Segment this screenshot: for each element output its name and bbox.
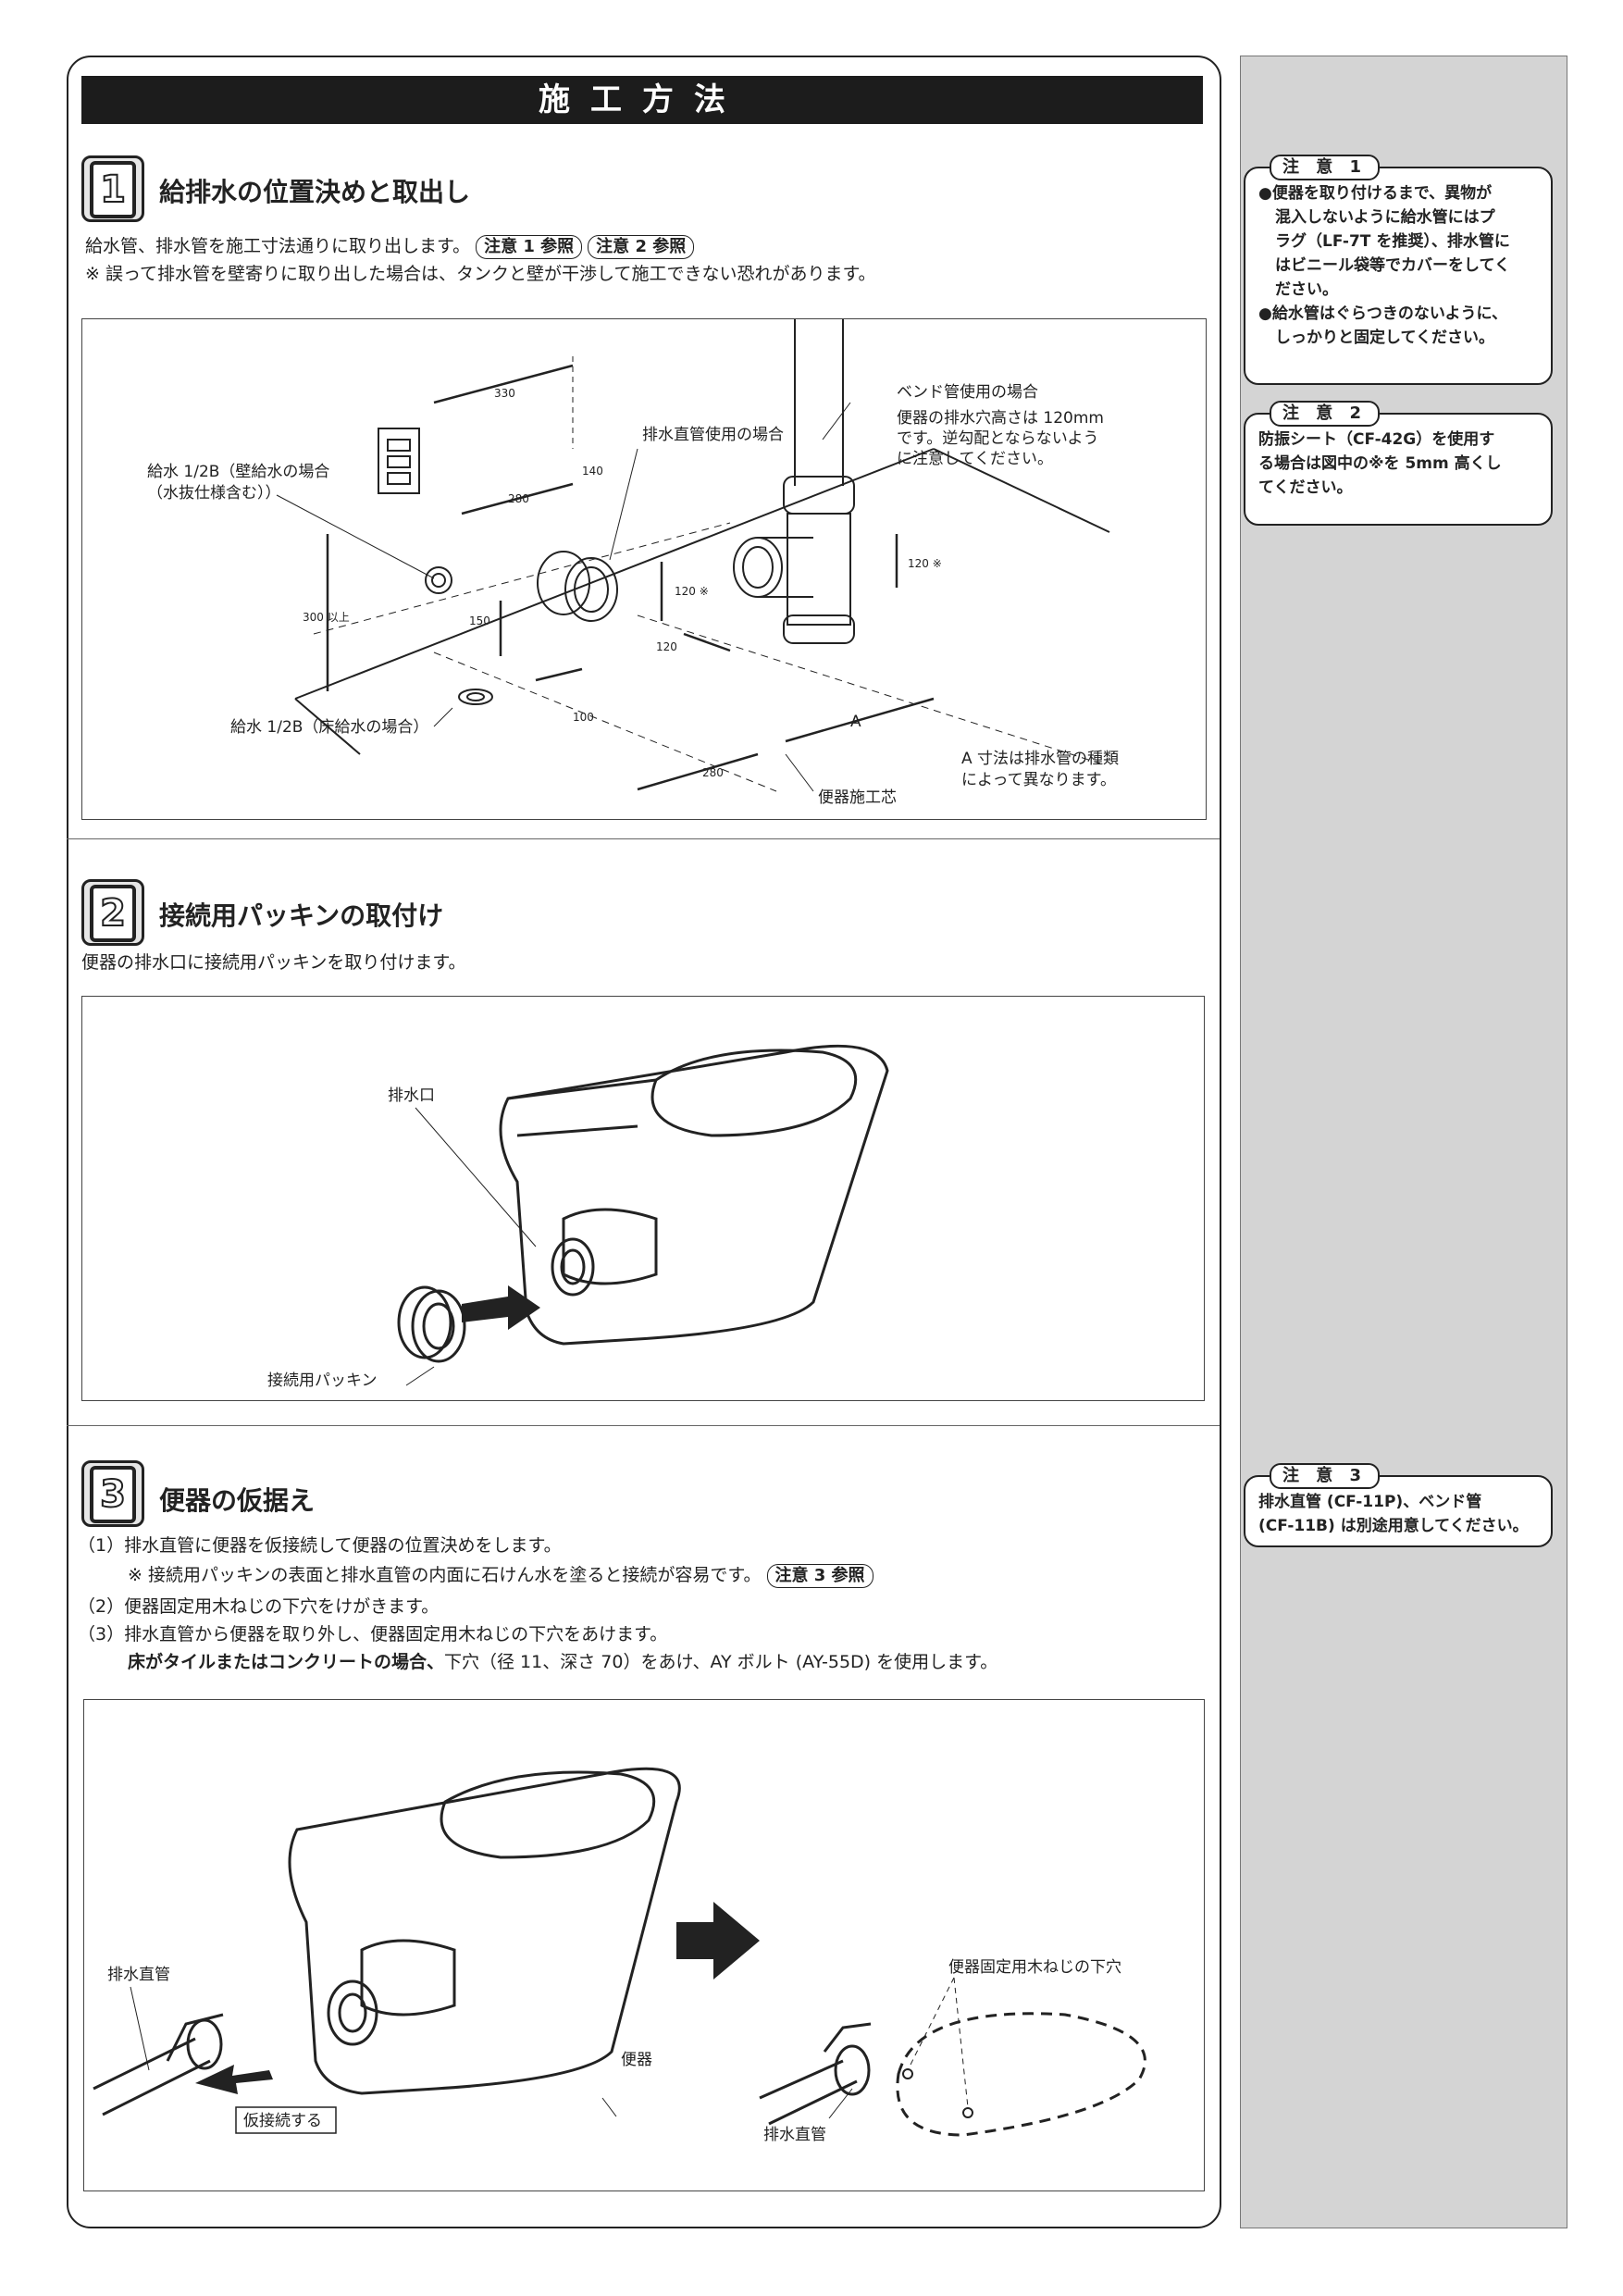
- step1-number-badge: 1: [81, 155, 144, 222]
- wall-water-label: 給水 1/2B（壁給水の場合: [147, 463, 329, 481]
- note-2-line: る場合は図中の※を 5mm 高くし: [1258, 454, 1502, 473]
- straight-pipe-label: 排水直管使用の場合: [642, 425, 784, 444]
- step3-title: 便器の仮据え: [159, 1485, 316, 1516]
- step3-text-line2: （2）便器固定用木ねじの下穴をけがきます。: [78, 1596, 440, 1617]
- note-3: 注 意 3 排水直管 (CF-11P)、ベンド管 (CF-11B) は別途用意し…: [1244, 1463, 1553, 1547]
- note-1-line: 混入しないように給水管にはプ: [1275, 208, 1495, 227]
- note-2: 注 意 2 防振シート（CF-42G）を使用す る場合は図中の※を 5mm 高く…: [1244, 401, 1553, 526]
- dim-300: 300 以上: [303, 611, 350, 624]
- floor-water-label: 給水 1/2B（床給水の場合）: [230, 718, 428, 737]
- note-2-line: 防振シート（CF-42G）を使用す: [1258, 430, 1495, 449]
- bend-note-2: です。逆勾配とならないよう: [897, 429, 1098, 448]
- temp-connect-label: 仮接続する: [243, 2112, 322, 2130]
- a-note-1: A 寸法は排水管の種類: [961, 750, 1119, 768]
- dim-140: 140: [582, 465, 603, 478]
- note1-reference[interactable]: 注意 1 参照: [476, 235, 583, 259]
- note-1-line: はビニール袋等でカバーをしてく: [1275, 256, 1510, 275]
- note-1: 注 意 1 ●便器を取り付けるまで、異物が 混入しないように給水管にはプ ラグ（…: [1244, 155, 1553, 385]
- note-3-line: 排水直管 (CF-11P)、ベンド管: [1258, 1493, 1482, 1511]
- step2-text-line1: 便器の排水口に接続用パッキンを取り付けます。: [81, 952, 466, 973]
- page-title: 施工方法: [81, 76, 1203, 124]
- note3-reference[interactable]: 注意 3 参照: [766, 1564, 873, 1588]
- note-2-line: てください。: [1258, 478, 1353, 497]
- center-label: 便器施工芯: [818, 788, 897, 807]
- step3-text-line1b: ※ 接続用パッキンの表面と排水直管の内面に石けん水を塗ると接続が容易です。注意 …: [128, 1562, 873, 1588]
- note-3-line: (CF-11B) は別途用意してください。: [1258, 1517, 1529, 1535]
- dim-120b: 120: [656, 640, 677, 653]
- dim-280b: 280: [702, 766, 724, 779]
- dim-100: 100: [573, 711, 594, 724]
- toilet-label: 便器: [621, 2051, 652, 2069]
- wall-water-label-2: （水抜仕様含む））: [147, 484, 281, 503]
- note-1-line: ださい。: [1275, 280, 1338, 299]
- step1-diagram: 給水 1/2B（壁給水の場合 （水抜仕様含む）） 給水 1/2B（床給水の場合）…: [81, 318, 1207, 820]
- dim-a: A: [850, 713, 861, 731]
- bend-note-3: に注意してください。: [897, 450, 1053, 468]
- step2-number-badge: 2: [81, 879, 144, 946]
- note-1-title: 注 意 1: [1270, 155, 1381, 180]
- note-3-title: 注 意 3: [1270, 1463, 1381, 1489]
- section-divider-1: [67, 838, 1220, 839]
- dim-120c: 120 ※: [908, 557, 942, 570]
- step3-text-line3: （3）排水直管から便器を取り外し、便器固定用木ねじの下穴をあけます。: [78, 1624, 668, 1644]
- step1-text-line1: 給水管、排水管を施工寸法通りに取り出します。注意 1 参照注意 2 参照: [85, 233, 695, 259]
- dim-120a: 120 ※: [675, 585, 709, 598]
- note-1-line: ●便器を取り付けるまで、異物が: [1258, 184, 1493, 203]
- bend-pipe-label: ベンド管使用の場合: [897, 382, 1038, 402]
- step3-text-line1: （1）排水直管に便器を仮接続して便器の位置決めをします。: [78, 1535, 562, 1556]
- step1-title: 給排水の位置決めと取出し: [159, 177, 471, 207]
- pipe-left-label: 排水直管: [107, 1966, 170, 1984]
- holes-label: 便器固定用木ねじの下穴: [948, 1958, 1121, 1977]
- note-2-title: 注 意 2: [1270, 401, 1381, 427]
- note2-reference[interactable]: 注意 2 参照: [588, 235, 695, 259]
- packing-label: 接続用パッキン: [267, 1371, 378, 1390]
- step3-text-line4: 床がタイルまたはコンクリートの場合、下穴（径 11、深さ 70）をあけ、AY ボ…: [128, 1652, 998, 1672]
- note-1-line: ●給水管はぐらつきのないように、: [1258, 304, 1507, 323]
- step2-diagram: 排水口 接続用パッキン: [81, 996, 1205, 1401]
- pipe-right-label: 排水直管: [763, 2126, 826, 2144]
- outlet-label: 排水口: [388, 1086, 435, 1105]
- step1-text-line2: ※ 誤って排水管を壁寄りに取り出した場合は、タンクと壁が干渉して施工できない恐れ…: [85, 264, 876, 284]
- dim-280a: 280: [508, 492, 529, 505]
- note-1-line: しっかりと固定してください。: [1275, 329, 1494, 347]
- note-1-line: ラグ（LF-7T を推奨）、排水管に: [1275, 232, 1510, 251]
- dim-150: 150: [469, 614, 490, 627]
- step3-diagram: 排水直管 仮接続する 便器 便器固定用木ねじの下穴 排水直管: [83, 1699, 1205, 2191]
- bend-note-1: 便器の排水穴高さは 120mm: [897, 409, 1104, 428]
- step3-number-badge: 3: [81, 1460, 144, 1527]
- step2-title: 接続用パッキンの取付け: [159, 900, 444, 931]
- section-divider-2: [67, 1425, 1220, 1426]
- dim-330: 330: [494, 387, 515, 400]
- content-frame: [67, 56, 1221, 2228]
- a-note-2: によって異なります。: [961, 771, 1116, 789]
